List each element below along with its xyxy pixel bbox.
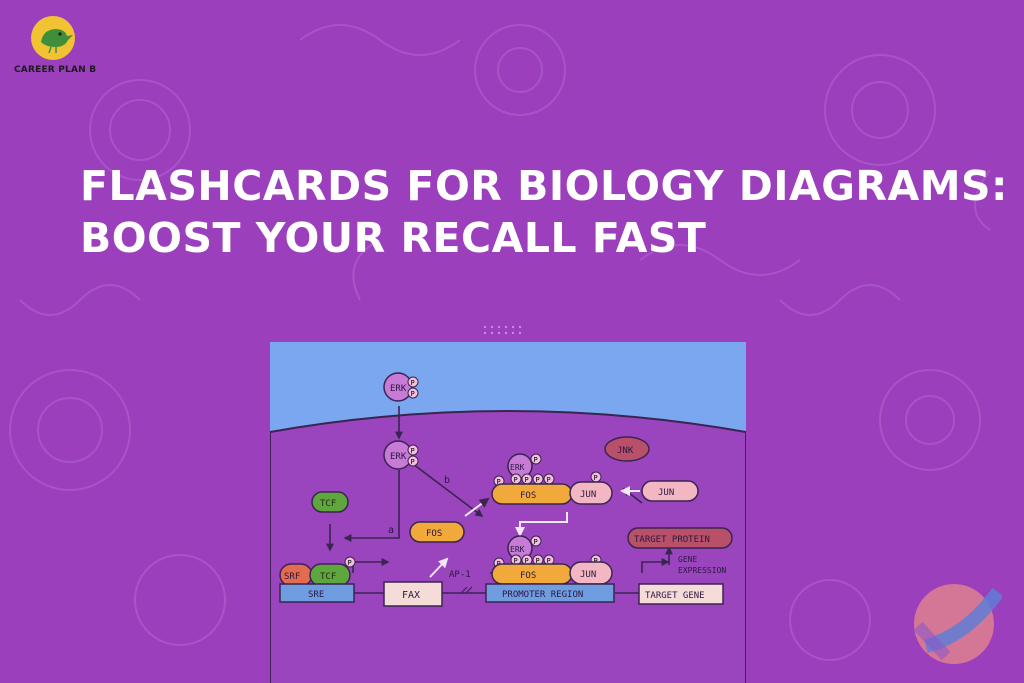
svg-text:FOS: FOS [520, 491, 536, 501]
gene-expression-label-1: GENE [678, 555, 697, 564]
promoter-region: PROMOTER REGION [485, 583, 615, 603]
svg-text:P: P [411, 379, 415, 387]
svg-text:SRF: SRF [284, 572, 300, 582]
brand-name: CAREER PLAN B [14, 65, 97, 75]
jnk-node: JNK [604, 436, 650, 462]
svg-text:P: P [514, 557, 518, 565]
svg-text:TARGET GENE: TARGET GENE [645, 591, 705, 601]
svg-text:PROMOTER REGION: PROMOTER REGION [502, 590, 583, 600]
svg-text:ERK: ERK [510, 463, 525, 472]
erk-cytoplasm: ERK P P [383, 440, 419, 470]
jun-free: JUN [641, 480, 699, 502]
page-title: FLASHCARDS FOR BIOLOGY DIAGRAMS: BOOST Y… [80, 160, 1008, 264]
svg-text:P: P [497, 478, 501, 486]
extracellular-space [270, 342, 746, 432]
svg-text:ERK: ERK [510, 545, 525, 554]
svg-text:FOS: FOS [520, 571, 536, 581]
fos-free: FOS [409, 521, 465, 543]
arrow-label-b: b [444, 475, 450, 486]
svg-text:P: P [525, 476, 529, 484]
svg-text:P: P [534, 538, 538, 546]
svg-text:P: P [411, 447, 415, 455]
fax-box: FAX [383, 581, 443, 607]
svg-text:FAX: FAX [402, 590, 420, 601]
svg-text:JNK: JNK [617, 446, 634, 456]
sre-element: SRE [279, 583, 355, 603]
bird-icon [41, 29, 73, 54]
decorative-dots [483, 325, 522, 335]
svg-text:ERK: ERK [390, 384, 407, 394]
erk-extracellular: ERK P P [383, 372, 419, 402]
svg-text:ERK: ERK [390, 452, 407, 462]
srf-tcf-complex: SRF TCF P [279, 556, 356, 587]
svg-text:P: P [536, 476, 540, 484]
svg-text:TCF: TCF [320, 572, 336, 582]
svg-text:P: P [534, 456, 538, 464]
ap1-label: AP-1 [449, 570, 471, 580]
svg-text:P: P [348, 559, 352, 567]
svg-text:JUN: JUN [580, 490, 596, 500]
svg-text:TARGET PROTEIN: TARGET PROTEIN [634, 535, 710, 545]
target-gene: TARGET GENE [638, 583, 724, 605]
svg-text:P: P [411, 390, 415, 398]
fos-jun-complex-top: ERK P P P P P P P FOS JUN [491, 453, 613, 505]
svg-text:FOS: FOS [426, 529, 442, 539]
erk-signaling-diagram: a b ERK P P ERK P P TCF SRF TCF P SRE FO… [270, 342, 746, 683]
target-protein: TARGET PROTEIN [627, 527, 733, 549]
checkmark-badge-icon [913, 584, 1002, 664]
svg-text:TCF: TCF [320, 499, 336, 509]
logo-badge [31, 16, 75, 60]
svg-text:JUN: JUN [580, 570, 596, 580]
svg-text:P: P [411, 458, 415, 466]
svg-text:P: P [514, 476, 518, 484]
svg-text:P: P [525, 557, 529, 565]
cell-membrane [270, 410, 746, 433]
svg-text:P: P [547, 476, 551, 484]
arrow-label-a: a [388, 525, 394, 536]
svg-text:SRE: SRE [308, 590, 324, 600]
gene-expression-label-2: EXPRESSION [678, 566, 726, 575]
svg-text:JUN: JUN [658, 488, 674, 498]
title-line-1: FLASHCARDS FOR BIOLOGY DIAGRAMS: [80, 162, 1008, 210]
svg-text:P: P [594, 474, 598, 482]
svg-text:P: P [594, 557, 598, 565]
tcf-free: TCF [311, 491, 349, 513]
title-line-2: BOOST YOUR RECALL FAST [80, 214, 707, 262]
brand-logo[interactable]: CAREER PLAN B [14, 16, 124, 80]
svg-text:P: P [547, 557, 551, 565]
fos-jun-complex-bottom: ERK P P P P P P P FOS JUN [491, 535, 613, 585]
svg-text:P: P [536, 557, 540, 565]
